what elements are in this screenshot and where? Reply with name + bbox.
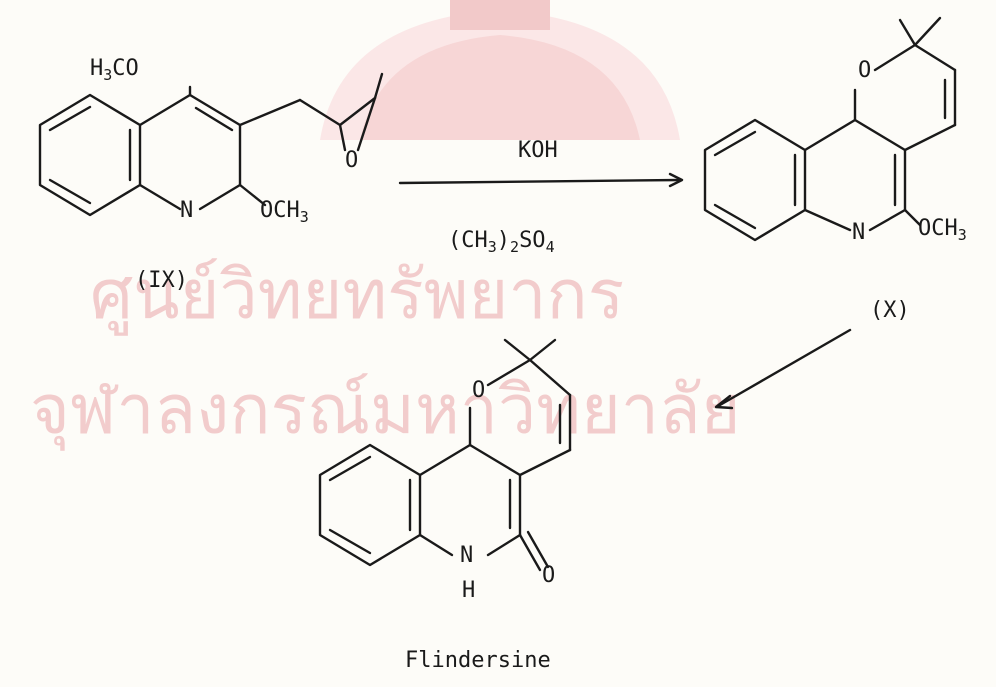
ix-nitrogen-label: N — [180, 198, 194, 223]
reagent-bottom-label: (CH3)2SO4 — [448, 228, 555, 256]
compound-ix-label: (IX) — [135, 268, 188, 293]
watermark-line-1: ศูนย์วิทยทรัพยากร — [90, 256, 625, 335]
ix-methoxy-side-label: OCH3 — [260, 198, 309, 226]
compound-x-label: (X) — [870, 298, 910, 323]
ix-epoxide-oxygen-label: O — [345, 148, 359, 173]
flindersine-name-label: Flindersine — [405, 648, 551, 673]
x-nitrogen-label: N — [852, 220, 866, 245]
compound-x-structure — [703, 16, 957, 242]
university-seal-watermark — [320, 0, 680, 140]
flindersine-carbonyl-oxygen-label: O — [542, 563, 556, 588]
compound-ix-structure — [38, 72, 384, 217]
reagent-top-label: KOH — [518, 138, 558, 163]
ix-methoxy-top-label: H3CO — [90, 56, 139, 84]
flindersine-structure — [318, 338, 572, 572]
reaction-arrow — [398, 172, 684, 188]
flindersine-hydrogen-label: H — [462, 578, 476, 603]
flindersine-oxygen-label: O — [472, 378, 486, 403]
x-methoxy-label: OCH3 — [918, 216, 967, 244]
diagonal-arrow — [714, 328, 852, 410]
x-oxygen-label: O — [858, 58, 872, 83]
watermark-line-2: จุฬาลงกรณ์มหาวิทยาลัย — [30, 371, 741, 450]
flindersine-nitrogen-label: N — [460, 543, 474, 568]
